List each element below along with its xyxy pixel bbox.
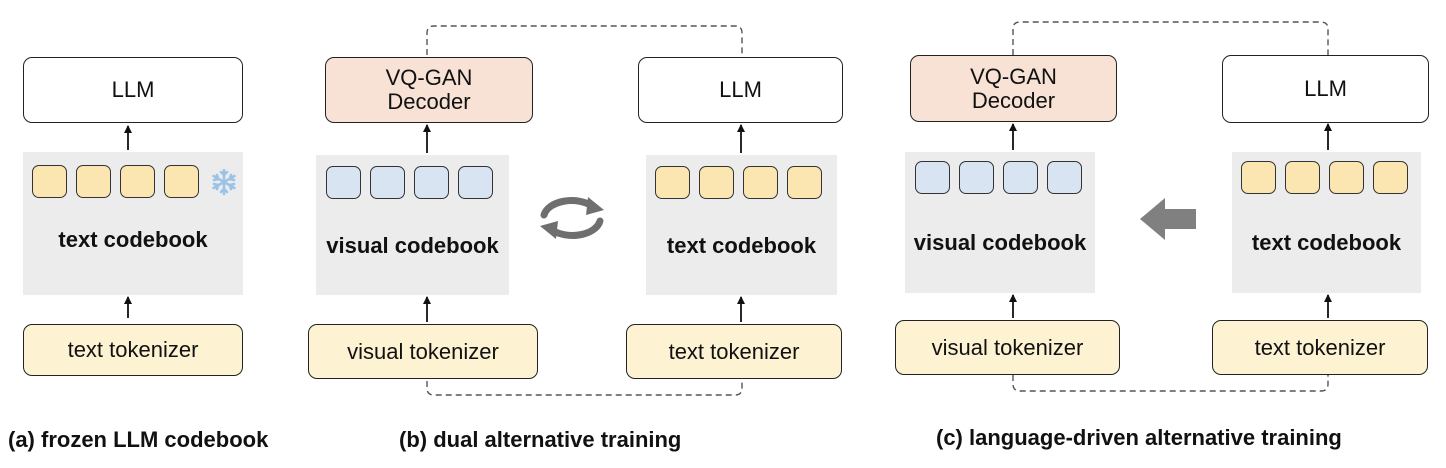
llm-box-a: LLM — [23, 57, 243, 123]
llm-label: LLM — [1304, 76, 1347, 101]
decoder-label: VQ-GAN Decoder — [970, 63, 1057, 113]
decoder-label: VQ-GAN Decoder — [385, 65, 473, 114]
text-token — [1241, 161, 1276, 194]
codebook-label: visual codebook — [326, 232, 499, 258]
vq-gan-decoder-b: VQ-GAN Decoder — [325, 57, 533, 123]
text-token — [743, 166, 778, 199]
text-token — [699, 166, 734, 199]
llm-box-b: LLM — [638, 57, 843, 123]
snowflake-icon — [212, 168, 236, 196]
text-codebook-b: text codebook — [646, 155, 837, 295]
text-token — [164, 165, 199, 198]
swap-arrows-icon — [540, 197, 604, 239]
text-token — [1329, 161, 1364, 194]
text-token — [1285, 161, 1320, 194]
caption-c: (c) language-driven alternative training — [936, 425, 1342, 450]
dashed-link-c-bottom — [1012, 375, 1329, 392]
text-token — [1373, 161, 1408, 194]
text-token — [787, 166, 822, 199]
dashed-link-b-bottom — [426, 381, 743, 396]
text-token — [76, 165, 111, 198]
text-token — [120, 165, 155, 198]
visual-token — [1003, 161, 1038, 194]
llm-box-c: LLM — [1222, 55, 1429, 123]
text-token — [32, 165, 67, 198]
visual-token — [1047, 161, 1082, 194]
token-row — [915, 161, 1082, 194]
tokenizer-label: text tokenizer — [67, 337, 199, 362]
text-codebook-c: text codebook — [1232, 152, 1421, 293]
left-arrow-icon — [1140, 198, 1196, 240]
llm-label: LLM — [111, 77, 155, 102]
token-row — [326, 166, 493, 199]
visual-token — [370, 166, 405, 199]
vq-gan-decoder-c: VQ-GAN Decoder — [910, 55, 1117, 122]
visual-tokenizer-c: visual tokenizer — [895, 320, 1120, 375]
text-token — [655, 166, 690, 199]
token-row — [1241, 161, 1408, 194]
visual-codebook-c: visual codebook — [905, 152, 1095, 293]
codebook-label: text codebook — [666, 232, 817, 258]
token-row — [32, 165, 199, 198]
visual-token — [326, 166, 361, 199]
tokenizer-label: visual tokenizer — [347, 338, 499, 364]
caption-a: (a) frozen LLM codebook — [8, 427, 269, 452]
token-row — [655, 166, 822, 199]
visual-codebook-b: visual codebook — [316, 155, 509, 295]
text-tokenizer-a: text tokenizer — [23, 324, 243, 376]
codebook-label: visual codebook — [913, 229, 1087, 255]
caption-b: (b) dual alternative training — [399, 427, 682, 452]
visual-token — [458, 166, 493, 199]
dashed-link-b-top — [426, 25, 743, 55]
tokenizer-label: text tokenizer — [668, 338, 800, 364]
text-tokenizer-b: text tokenizer — [626, 324, 842, 379]
codebook-label: text codebook — [1251, 229, 1402, 255]
visual-token — [915, 161, 950, 194]
tokenizer-label: text tokenizer — [1254, 334, 1386, 360]
tokenizer-label: visual tokenizer — [931, 334, 1084, 360]
visual-tokenizer-b: visual tokenizer — [308, 324, 538, 379]
visual-token — [414, 166, 449, 199]
llm-label: LLM — [719, 77, 762, 102]
text-codebook-a: text codebook — [23, 152, 243, 295]
text-tokenizer-c: text tokenizer — [1212, 320, 1428, 375]
codebook-label: text codebook — [58, 226, 208, 252]
visual-token — [959, 161, 994, 194]
dashed-link-c-top — [1012, 21, 1329, 55]
